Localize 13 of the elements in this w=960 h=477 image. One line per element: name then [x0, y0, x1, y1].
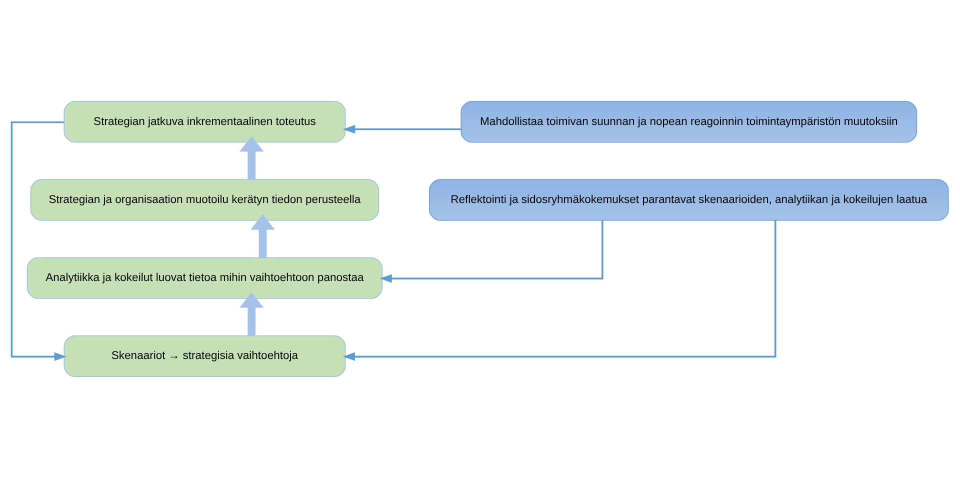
arrow [239, 136, 264, 179]
arrow [239, 292, 264, 336]
node-box: Strategian ja organisaation muotoilu kerätyn tiedon perusteella [30, 178, 380, 220]
node-box: Reflektointi ja sidosryhmäkokemukset parantavat skenaarioiden, analytiikan ja kokeilujen laatua [429, 178, 949, 220]
arrow [342, 124, 461, 133]
node-box: Mahdollistaa toimivan suunnan ja nopean reagoinnin toimintaympäristön muutoksiin [460, 100, 918, 142]
arrow [250, 214, 275, 258]
arrow [10, 120, 67, 360]
node-box: Strategian jatkuva inkrementaalinen toteutus [64, 100, 346, 142]
node-box: Analytiikka ja kokeilut luovat tietoa mihin vaihtoehtoon panostaa [26, 256, 383, 298]
arrow [342, 220, 776, 360]
node-box: Skenaariot → strategisia vaihtoehtoja [64, 334, 346, 376]
arrow [380, 220, 604, 282]
